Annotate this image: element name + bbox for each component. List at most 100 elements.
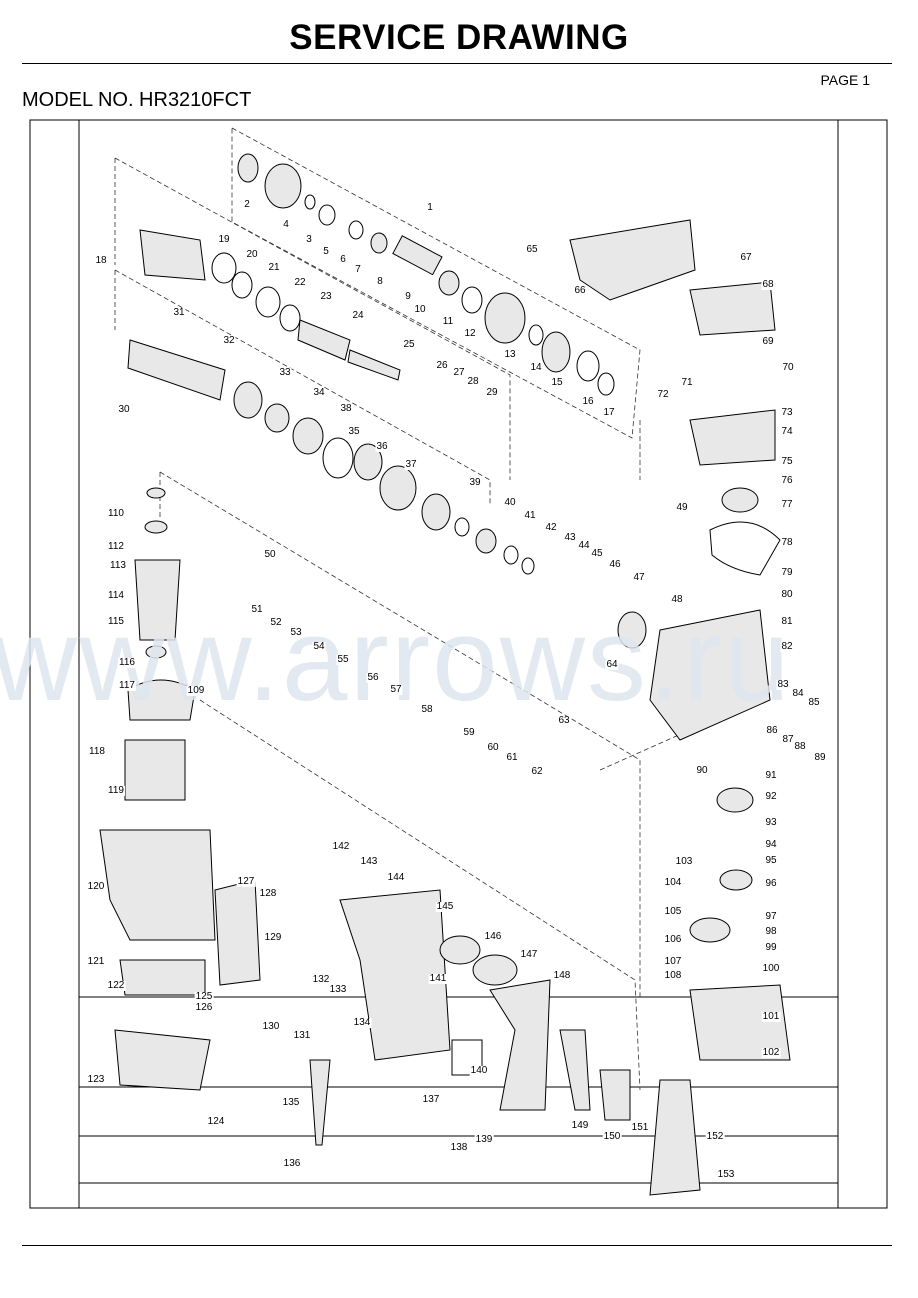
part-number-label: 14 — [529, 362, 543, 373]
part-number-label: 131 — [292, 1030, 312, 1041]
part-number-label: 145 — [435, 901, 455, 912]
part-number-label: 67 — [739, 252, 753, 263]
part-number-label: 100 — [761, 963, 781, 974]
part-number-label: 126 — [194, 1002, 214, 1013]
assembly-group-outlines — [114, 127, 691, 1091]
part-number-label: 76 — [780, 475, 794, 486]
page-title: SERVICE DRAWING — [289, 18, 629, 57]
part-number-label: 20 — [245, 249, 259, 260]
part-number-label: 68 — [761, 279, 775, 290]
part-number-label: 151 — [630, 1122, 650, 1133]
part-number-label: 60 — [486, 742, 500, 753]
part-number-label: 71 — [680, 377, 694, 388]
part-number-label: 69 — [761, 336, 775, 347]
part-number-label: 17 — [602, 407, 616, 418]
part-number-label: 48 — [670, 594, 684, 605]
part-number-label: 10 — [413, 304, 427, 315]
part-number-label: 87 — [781, 734, 795, 745]
part-number-label: 146 — [483, 931, 503, 942]
part-number-label: 32 — [222, 335, 236, 346]
part-number-label: 66 — [573, 285, 587, 296]
part-number-label: 43 — [563, 532, 577, 543]
part-number-label: 124 — [206, 1116, 226, 1127]
part-number-label: 44 — [577, 540, 591, 551]
part-number-label: 147 — [519, 949, 539, 960]
part-number-label: 58 — [420, 704, 434, 715]
part-number-label: 42 — [544, 522, 558, 533]
part-number-label: 138 — [449, 1142, 469, 1153]
part-number-label: 27 — [452, 367, 466, 378]
part-number-label: 153 — [716, 1169, 736, 1180]
part-number-label: 121 — [86, 956, 106, 967]
part-number-label: 56 — [366, 672, 380, 683]
part-number-label: 93 — [764, 817, 778, 828]
part-number-label: 80 — [780, 589, 794, 600]
part-number-label: 6 — [339, 254, 347, 265]
part-number-label: 78 — [780, 537, 794, 548]
part-number-label: 103 — [674, 856, 694, 867]
part-number-label: 47 — [632, 572, 646, 583]
part-number-label: 140 — [469, 1065, 489, 1076]
part-number-label: 79 — [780, 567, 794, 578]
part-number-label: 89 — [813, 752, 827, 763]
part-number-label: 55 — [336, 654, 350, 665]
part-number-label: 118 — [88, 746, 106, 757]
part-number-label: 64 — [605, 659, 619, 670]
part-number-label: 30 — [117, 404, 131, 415]
part-number-label: 54 — [312, 641, 326, 652]
part-number-label: 81 — [780, 616, 794, 627]
part-number-label: 52 — [269, 617, 283, 628]
part-number-label: 45 — [590, 548, 604, 559]
part-number-label: 109 — [186, 685, 206, 696]
part-number-label: 129 — [263, 932, 283, 943]
part-number-label: 148 — [552, 970, 572, 981]
part-number-label: 53 — [289, 627, 303, 638]
part-number-label: 86 — [765, 725, 779, 736]
part-number-label: 13 — [503, 349, 517, 360]
part-number-label: 59 — [462, 727, 476, 738]
part-number-label: 91 — [764, 770, 778, 781]
part-number-label: 83 — [776, 679, 790, 690]
part-number-label: 152 — [705, 1131, 725, 1142]
part-number-label: 39 — [468, 477, 482, 488]
part-number-label: 135 — [281, 1097, 301, 1108]
part-number-label: 123 — [86, 1074, 106, 1085]
part-number-label: 21 — [267, 262, 281, 273]
part-number-label: 98 — [764, 926, 778, 937]
part-number-label: 143 — [359, 856, 379, 867]
part-number-label: 34 — [312, 387, 326, 398]
part-number-label: 41 — [523, 510, 537, 521]
part-number-label: 22 — [293, 277, 307, 288]
part-number-label: 36 — [375, 441, 389, 452]
part-number-label: 15 — [550, 377, 564, 388]
part-number-label: 57 — [389, 684, 403, 695]
part-number-label: 72 — [656, 389, 670, 400]
part-number-label: 85 — [807, 697, 821, 708]
part-number-label: 46 — [608, 559, 622, 570]
part-number-label: 75 — [780, 456, 794, 467]
model-number: MODEL NO. HR3210FCT — [22, 89, 252, 111]
part-number-label: 11 — [441, 316, 455, 327]
part-number-label: 51 — [250, 604, 264, 615]
part-number-label: 110 — [107, 508, 125, 519]
part-number-label: 84 — [791, 688, 805, 699]
part-number-label: 50 — [263, 549, 277, 560]
part-number-label: 77 — [780, 499, 794, 510]
part-number-label: 4 — [282, 219, 290, 230]
part-number-label: 29 — [485, 387, 499, 398]
page-number: PAGE 1 — [820, 72, 870, 88]
part-number-label: 142 — [331, 841, 351, 852]
part-number-label: 35 — [347, 426, 361, 437]
part-number-label: 96 — [764, 878, 778, 889]
part-number-label: 122 — [106, 980, 126, 991]
part-number-label: 62 — [530, 766, 544, 777]
part-number-label: 16 — [581, 396, 595, 407]
part-number-label: 120 — [86, 881, 106, 892]
part-number-label: 115 — [107, 616, 125, 627]
part-number-label: 107 — [663, 956, 683, 967]
part-number-label: 8 — [376, 276, 384, 287]
part-number-label: 90 — [695, 765, 709, 776]
part-number-label: 102 — [761, 1047, 781, 1058]
part-number-label: 73 — [780, 407, 794, 418]
